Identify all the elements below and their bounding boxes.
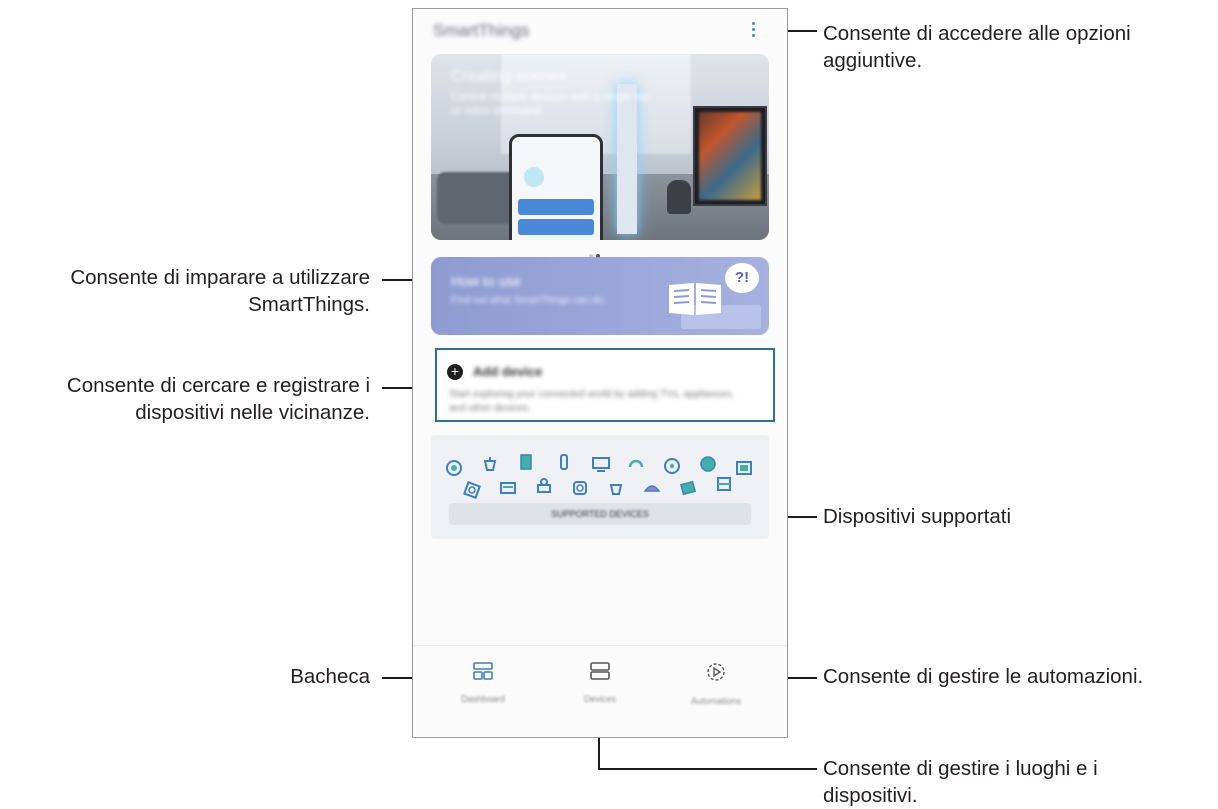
question-bubble-icon: ?!	[725, 263, 759, 293]
hero-speaker	[667, 180, 691, 214]
tab-devices[interactable]: Devices	[555, 662, 645, 704]
hero-banner[interactable]: Creating scenes Control multiple devices…	[431, 54, 769, 240]
hero-air-purifier	[617, 84, 637, 234]
device-icon	[717, 477, 731, 491]
callout-more-options: Consente di accedere alle opzioni aggiun…	[823, 22, 1131, 72]
callout-supported: Dispositivi supportati	[823, 505, 1011, 528]
supported-devices-button[interactable]: SUPPORTED DEVICES	[449, 503, 751, 525]
device-icon	[643, 485, 661, 492]
callout-line-learn	[382, 279, 426, 281]
top-bar: SmartThings	[413, 9, 787, 53]
add-icon: +	[447, 364, 463, 380]
device-icon	[520, 454, 532, 470]
callout-devices: Consente di gestire i luoghi e i disposi…	[823, 757, 1098, 807]
book-icon	[669, 283, 721, 315]
phone-screen: SmartThings Creating scenes Control mult…	[412, 8, 788, 738]
callout-line-add-device	[382, 387, 432, 389]
learn-subtitle: Find out what SmartThings can do.	[451, 295, 607, 306]
callout-line-devices-horizontal	[598, 768, 817, 770]
device-icon	[628, 459, 644, 468]
device-icon	[446, 460, 462, 476]
add-device-description: Start exploring your connected world by …	[449, 389, 734, 414]
device-icon	[664, 458, 680, 474]
supported-devices-panel: SUPPORTED DEVICES	[431, 435, 769, 539]
bottom-tab-bar: Dashboard Devices Automations	[413, 645, 787, 737]
learn-title: How to use	[451, 273, 522, 289]
device-icon	[560, 454, 568, 470]
add-device-card[interactable]: + Add device Start exploring your connec…	[435, 348, 775, 422]
device-icon	[609, 484, 623, 495]
device-icon	[679, 480, 697, 496]
callout-line-more-options	[760, 30, 817, 32]
device-icon	[700, 456, 716, 472]
device-icon	[573, 481, 587, 495]
learn-card[interactable]: How to use Find out what SmartThings can…	[431, 257, 769, 335]
hero-subtitle: Control multiple devices with a single t…	[451, 91, 650, 117]
device-icon	[592, 457, 610, 472]
callout-learn: Consente di imparare a utilizzare SmartT…	[70, 266, 370, 316]
hero-title: Creating scenes	[451, 68, 567, 85]
callout-add-device: Consente di cercare e registrare i dispo…	[66, 374, 370, 424]
carousel-dot-active	[596, 254, 600, 258]
device-icon	[483, 457, 497, 471]
add-device-title: Add device	[473, 364, 543, 379]
device-icon	[736, 461, 752, 475]
dashboard-icon	[473, 662, 493, 680]
device-icon	[500, 482, 516, 494]
automations-icon	[707, 663, 725, 681]
more-options-icon[interactable]	[749, 22, 759, 40]
callout-dashboard: Bacheca	[290, 665, 370, 688]
hero-phone-mockup	[509, 134, 603, 240]
tab-dashboard[interactable]: Dashboard	[438, 662, 528, 704]
callout-automations: Consente di gestire le automazioni.	[823, 665, 1144, 688]
tab-automations[interactable]: Automations	[671, 662, 761, 706]
device-icon	[463, 481, 481, 499]
device-icon	[537, 478, 551, 493]
devices-icon	[590, 662, 610, 680]
carousel-indicator	[589, 245, 603, 263]
app-title: SmartThings	[433, 21, 530, 40]
hero-tv	[693, 106, 767, 206]
carousel-dot	[589, 254, 593, 258]
